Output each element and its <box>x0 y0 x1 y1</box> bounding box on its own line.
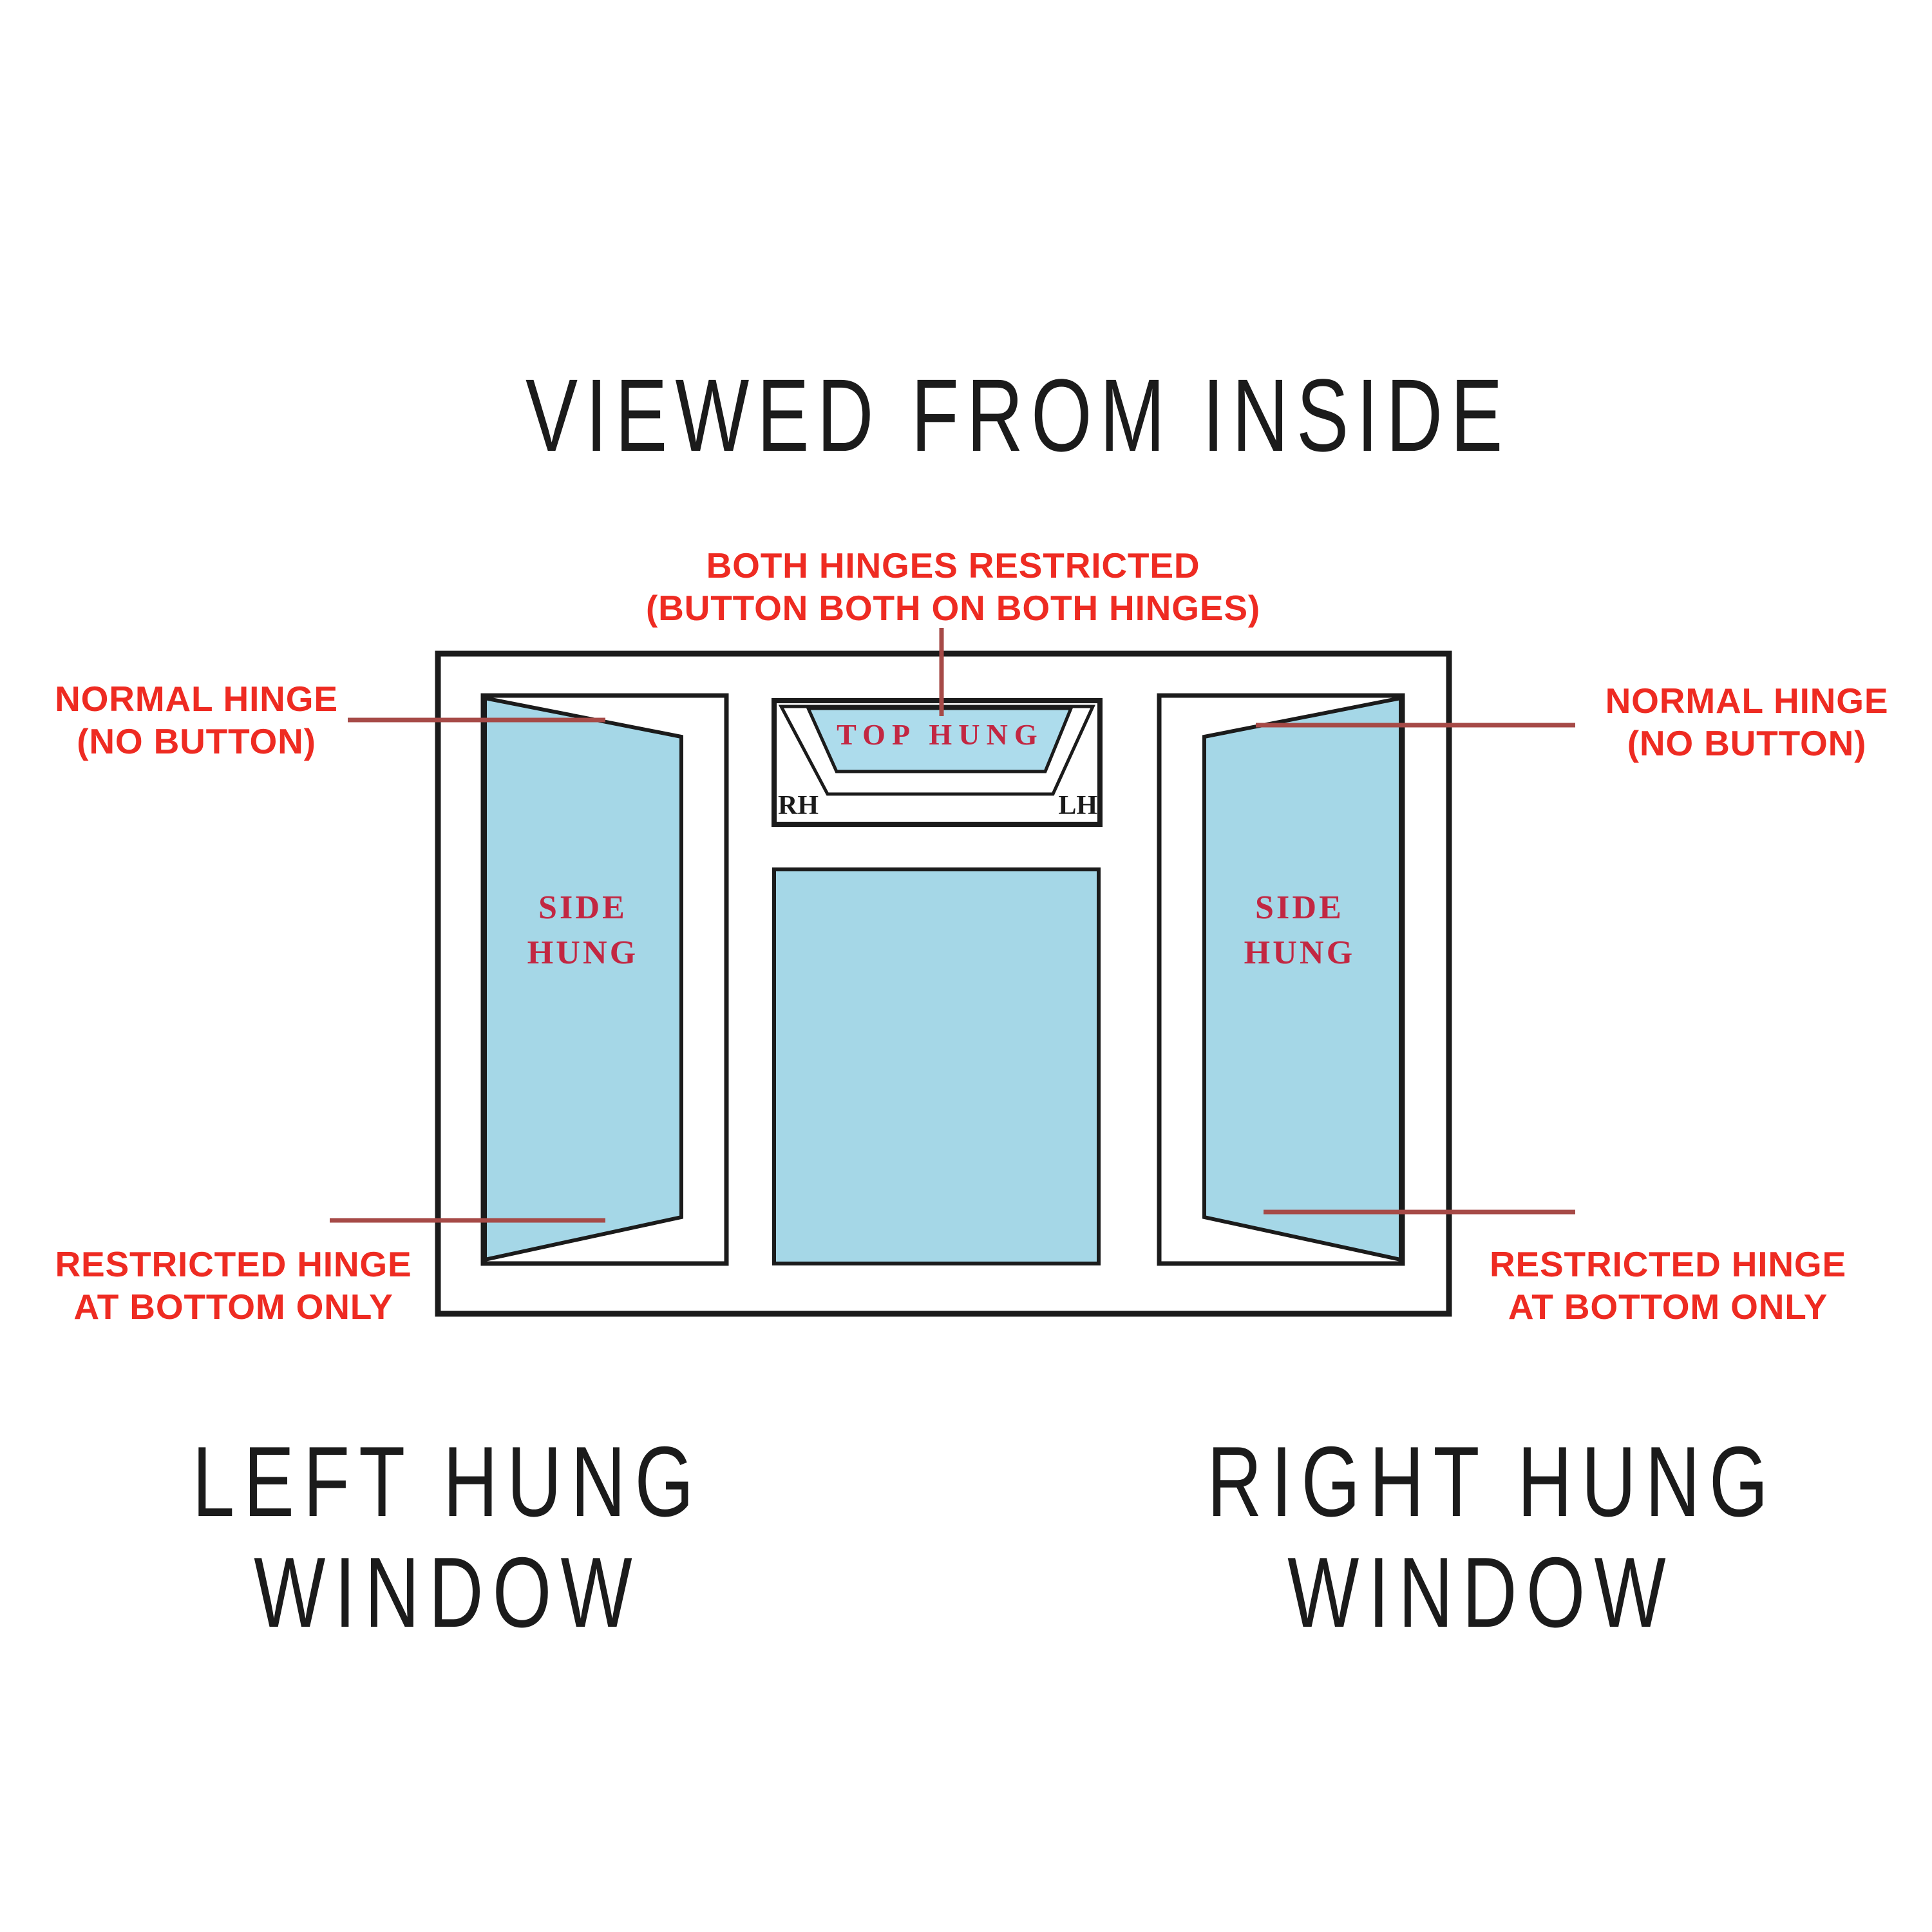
footer-line: WINDOW <box>1287 1537 1675 1648</box>
corner-tag-rh: RH <box>778 791 819 820</box>
annotation-left-restricted-hinge: RESTRICTED HINGE AT BOTTOM ONLY <box>45 1243 422 1328</box>
annotation-line: NORMAL HINGE <box>1605 681 1889 721</box>
annotation-both-hinges: BOTH HINGES RESTRICTED (BUTTON BOTH ON B… <box>567 544 1340 629</box>
right-window-title: RIGHT HUNG WINDOW <box>1121 1426 1842 1648</box>
annotation-line: RESTRICTED HINGE <box>55 1244 412 1284</box>
annotation-right-restricted-hinge: RESTRICTED HINGE AT BOTTOM ONLY <box>1475 1243 1861 1328</box>
annotation-line: AT BOTTOM ONLY <box>1508 1287 1828 1327</box>
left-window-title: LEFT HUNG WINDOW <box>90 1426 805 1648</box>
page-title: VIEWED FROM INSIDE <box>526 357 1511 473</box>
annotation-right-normal-hinge: NORMAL HINGE (NO BUTTON) <box>1578 679 1916 764</box>
fixed-pane <box>772 867 1101 1265</box>
sash-label-line: SIDE <box>1255 889 1345 926</box>
annotation-line: NORMAL HINGE <box>55 679 338 719</box>
right-sash-label: SIDE HUNG <box>1203 886 1396 976</box>
right-sash-pane <box>1202 696 1403 1262</box>
footer-line: RIGHT HUNG <box>1207 1426 1777 1537</box>
corner-tag-lh: LH <box>1058 791 1097 820</box>
annotation-left-normal-hinge: NORMAL HINGE (NO BUTTON) <box>26 677 367 762</box>
annotation-line: BOTH HINGES RESTRICTED <box>706 545 1200 585</box>
annotation-line: (BUTTON BOTH ON BOTH HINGES) <box>646 588 1260 628</box>
sash-label-line: HUNG <box>1244 934 1356 971</box>
top-vent-label: TOP HUNG <box>837 718 1044 751</box>
left-sash-label: SIDE HUNG <box>486 886 679 976</box>
sash-label-line: HUNG <box>527 934 639 971</box>
annotation-line: (NO BUTTON) <box>77 721 316 761</box>
sash-label-line: SIDE <box>538 889 628 926</box>
left-sash-pane <box>483 696 683 1262</box>
annotation-line: AT BOTTOM ONLY <box>73 1287 393 1327</box>
annotation-line: RESTRICTED HINGE <box>1489 1244 1847 1284</box>
footer-line: LEFT HUNG <box>192 1426 703 1537</box>
footer-line: WINDOW <box>254 1537 641 1648</box>
top-vent-sash <box>806 706 1074 773</box>
annotation-line: (NO BUTTON) <box>1627 723 1867 763</box>
